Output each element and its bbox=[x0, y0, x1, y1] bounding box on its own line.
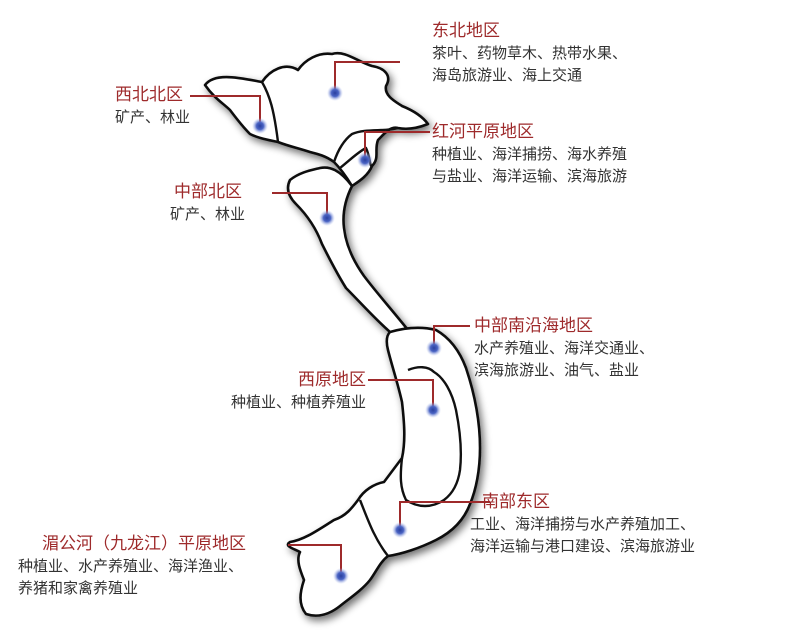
region-industries: 工业、海洋捕捞与水产养殖加工、 bbox=[470, 515, 696, 533]
leader-northeast bbox=[334, 61, 400, 93]
region-outline-south bbox=[286, 326, 482, 617]
label-red-river: 红河平原地区 种植业、海洋捕捞、海水养殖 与盐业、海洋运输、滨海旅游 bbox=[432, 121, 627, 187]
label-northwest: 西北北区 矿产、林业 bbox=[115, 84, 190, 128]
label-central-highlands: 西原地区 种植业、种植养殖业 bbox=[198, 369, 366, 413]
region-industries: 茶叶、药物草木、热带水果、 bbox=[432, 44, 628, 62]
marker-northeast bbox=[327, 85, 343, 101]
marker-south-central-coast bbox=[426, 340, 442, 356]
region-name: 中部南沿海地区 bbox=[474, 316, 593, 336]
leader-northwest bbox=[190, 95, 261, 126]
leader-central-highlands bbox=[368, 379, 434, 408]
label-north-central: 中部北区 矿产、林业 bbox=[170, 181, 245, 225]
region-name: 东北地区 bbox=[432, 21, 500, 41]
boundary-north-redriver bbox=[332, 126, 399, 163]
region-industries: 水产养殖业、海洋交通业、 bbox=[474, 339, 655, 357]
region-outline-north bbox=[203, 51, 430, 188]
leader-southeast bbox=[399, 501, 490, 530]
region-industries: 养猪和家禽养殖业 bbox=[18, 579, 139, 597]
boundary-highlands bbox=[399, 366, 462, 508]
label-southeast: 南部东区 工业、海洋捕捞与水产养殖加工、 海洋运输与港口建设、滨海旅游业 bbox=[470, 491, 695, 557]
region-industries: 海岛旅游业、海上交通 bbox=[432, 66, 583, 84]
region-name: 西北北区 bbox=[115, 85, 183, 105]
leader-mekong-delta bbox=[288, 544, 342, 575]
region-industries: 与盐业、海洋运输、滨海旅游 bbox=[432, 167, 628, 185]
region-name: 中部北区 bbox=[174, 182, 242, 202]
boundary-southeast bbox=[358, 499, 389, 557]
region-name: 湄公河（九龙江）平原地区 bbox=[42, 534, 246, 554]
label-south-central-coast: 中部南沿海地区 水产养殖业、海洋交通业、 滨海旅游业、油气、盐业 bbox=[474, 315, 654, 381]
region-industries: 种植业、种植养殖业 bbox=[230, 393, 366, 411]
marker-north-central bbox=[319, 210, 335, 226]
region-industries: 滨海旅游业、油气、盐业 bbox=[474, 361, 640, 379]
marker-central-highlands bbox=[425, 402, 441, 418]
region-industries: 矿产、林业 bbox=[115, 108, 191, 126]
marker-northwest bbox=[252, 118, 268, 134]
region-industries: 种植业、水产养殖业、海洋渔业、 bbox=[18, 557, 244, 575]
leader-red-river bbox=[364, 131, 430, 158]
leader-north-central bbox=[272, 192, 328, 218]
boundary-nw-ne bbox=[260, 81, 280, 143]
region-industries: 海洋运输与港口建设、滨海旅游业 bbox=[470, 537, 696, 555]
region-industries: 种植业、海洋捕捞、海水养殖 bbox=[432, 145, 628, 163]
marker-red-river bbox=[357, 152, 373, 168]
label-northeast: 东北地区 茶叶、药物草木、热带水果、 海岛旅游业、海上交通 bbox=[432, 20, 627, 86]
region-name: 西原地区 bbox=[298, 370, 366, 390]
region-industries: 矿产、林业 bbox=[170, 205, 246, 223]
marker-mekong-delta bbox=[333, 568, 349, 584]
region-name: 南部东区 bbox=[482, 492, 550, 512]
marker-southeast bbox=[392, 522, 408, 538]
label-mekong-delta: 湄公河（九龙江）平原地区 种植业、水产养殖业、海洋渔业、 养猪和家禽养殖业 bbox=[18, 533, 246, 599]
region-name: 红河平原地区 bbox=[432, 122, 534, 142]
